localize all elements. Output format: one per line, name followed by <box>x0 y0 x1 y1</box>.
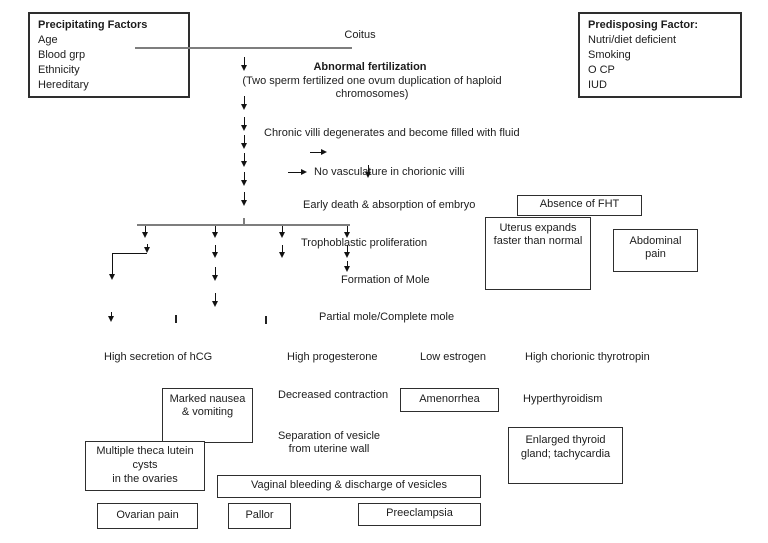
down-arrow <box>211 267 218 281</box>
predisposing-item: IUD <box>588 79 607 91</box>
label-low-estrogen: Low estrogen <box>420 351 487 363</box>
down-arrow <box>240 192 247 206</box>
down-arrow <box>141 226 148 238</box>
down-arrow <box>211 226 218 238</box>
box-preeclampsia: Preeclampsia <box>358 503 481 526</box>
node-trophoblastic-proliferation: Trophoblastic proliferation <box>301 237 428 249</box>
node-coitus: Coitus <box>344 29 376 41</box>
down-arrow <box>278 245 285 258</box>
down-arrow <box>107 312 114 322</box>
precipitating-item: Ethnicity <box>38 64 80 76</box>
down-arrow <box>211 245 218 258</box>
precipitating-title: Precipitating Factors <box>38 19 148 31</box>
label-high-progesterone: High progesterone <box>287 351 378 363</box>
label-hyperthyroidism: Hyperthyroidism <box>523 393 603 405</box>
right-arrow <box>288 168 307 175</box>
down-arrow <box>143 244 150 253</box>
node-partial-complete-mole: Partial mole/Complete mole <box>319 311 455 323</box>
box-absence-of-fht: Absence of FHT <box>517 195 642 216</box>
label-high-chorionic-thyrotropin: High chorionic thyrotropin <box>525 351 650 363</box>
box-precipitating-factors: Precipitating Factors Age Blood grp Ethn… <box>28 12 190 98</box>
down-arrow <box>343 245 350 258</box>
down-arrow <box>240 153 247 167</box>
node-formation-of-mole: Formation of Mole <box>341 274 430 286</box>
predisposing-title: Predisposing Factor: <box>588 19 699 31</box>
connector-line-coitus <box>135 47 352 49</box>
box-pallor: Pallor <box>228 503 291 529</box>
predisposing-item: O CP <box>588 64 615 76</box>
node-no-vasculature: No vasculature in chorionic villi <box>314 166 465 178</box>
label-separation-vesicle: Separation of vesicle from uterine wall <box>277 430 381 455</box>
box-predisposing-factor: Predisposing Factor: Nutri/diet deficien… <box>578 12 742 98</box>
box-amenorrhea: Amenorrhea <box>400 388 499 412</box>
down-arrow <box>240 57 247 71</box>
predisposing-item: Smoking <box>588 49 631 61</box>
right-arrow <box>310 148 327 155</box>
down-arrow <box>240 96 247 110</box>
label-high-hcg: High secretion of hCG <box>104 351 213 363</box>
node-abnormal-fertilization-sub: (Two sperm fertilized one ovum duplicati… <box>242 75 502 100</box>
box-abdominal-pain: Abdominal pain <box>613 229 698 272</box>
connector-line-branch <box>137 224 350 226</box>
precipitating-item: Blood grp <box>38 49 86 61</box>
down-arrow <box>240 172 247 186</box>
down-arrow <box>211 293 218 307</box>
down-arrow <box>108 253 115 280</box>
box-enlarged-thyroid: Enlarged thyroid gland; tachycardia <box>508 427 623 484</box>
down-arrow <box>364 165 371 178</box>
down-arrow <box>240 117 247 131</box>
box-marked-nausea: Marked nausea & vomiting <box>162 388 253 443</box>
box-ovarian-pain: Ovarian pain <box>97 503 198 529</box>
down-arrow <box>343 261 350 272</box>
connector-tick <box>243 218 245 224</box>
connector-elbow-line <box>112 253 147 255</box>
down-arrow <box>343 226 350 238</box>
connector-tick <box>265 316 267 324</box>
box-vaginal-bleeding: Vaginal bleeding & discharge of vesicles <box>217 475 481 498</box>
precipitating-item: Hereditary <box>38 79 89 91</box>
node-early-death: Early death & absorption of embryo <box>303 199 476 211</box>
precipitating-item: Age <box>38 34 58 46</box>
down-arrow <box>240 135 247 149</box>
box-uterus-expands: Uterus expands faster than normal <box>485 217 591 290</box>
down-arrow <box>278 226 285 238</box>
box-theca-lutein-cysts: Multiple theca lutein cysts in the ovari… <box>85 441 205 491</box>
node-abnormal-fertilization: Abnormal fertilization <box>313 61 427 73</box>
predisposing-item: Nutri/diet deficient <box>588 34 677 46</box>
connector-tick <box>175 315 177 323</box>
label-decreased-contraction: Decreased contraction <box>278 389 389 401</box>
node-chronic-villi: Chronic villi degenerates and become fil… <box>264 127 520 139</box>
